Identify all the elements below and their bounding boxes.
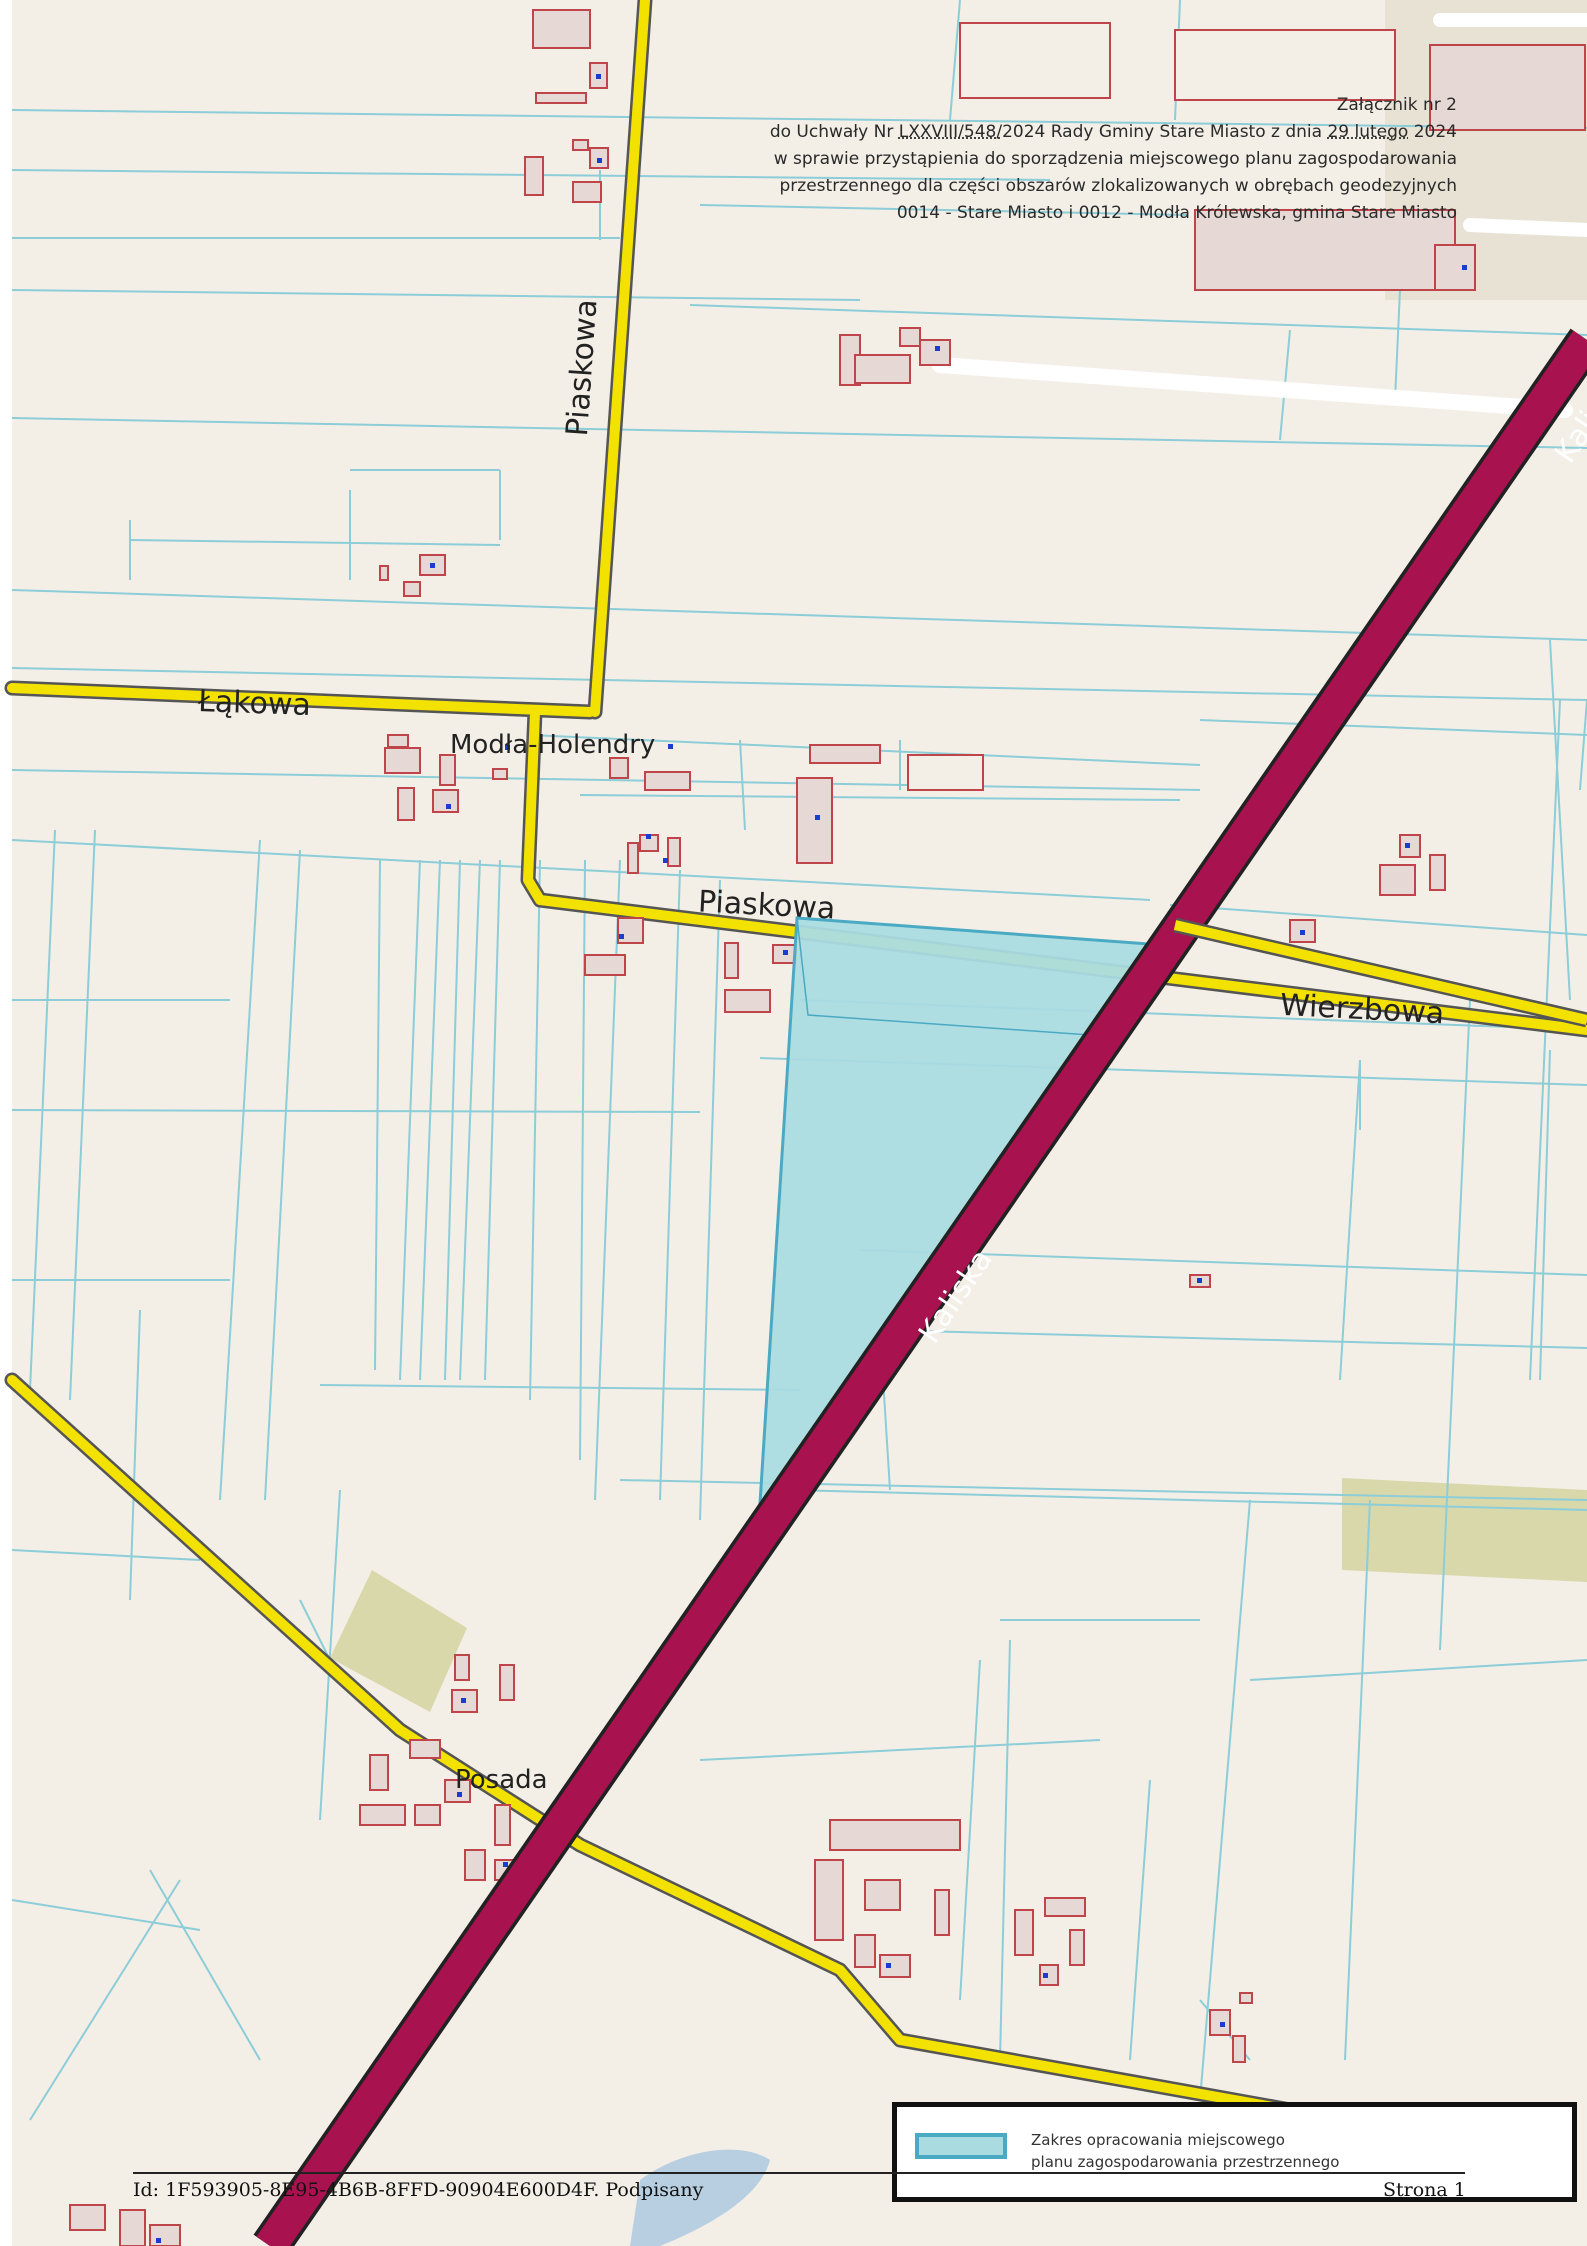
header-subject-2: przestrzennego dla części obszarów zloka… — [779, 176, 1457, 196]
header-resolution-year: 2024 — [1413, 122, 1457, 142]
legend-plan-area-swatch — [915, 2133, 1007, 2159]
address-points — [156, 74, 1467, 2243]
legend-plan-area-text: Zakres opracowania miejscowego planu zag… — [1031, 2129, 1339, 2173]
street-label-lakowa: Łąkowa — [197, 684, 312, 723]
parcel-lines — [11, 0, 1587, 2121]
street-label-piaskowa-south: Piaskowa — [697, 884, 837, 927]
buildings — [69, 9, 1586, 2246]
main-road-kaliska — [253, 328, 1587, 2246]
header-subject-3: 0014 - Stare Miasto i 0012 - Modła Króle… — [896, 203, 1457, 223]
footer-rule — [133, 2172, 1465, 2174]
driveway-middle — [1463, 218, 1587, 237]
place-label-posada: Posada — [455, 1765, 548, 1795]
header-resolution-prefix: do Uchwały Nr — [769, 122, 894, 142]
plan-area-inner-line — [796, 917, 1091, 1036]
footer-page-number: Strona 1 — [1383, 2179, 1466, 2201]
header-resolution-mid: 2024 Rady Gminy Stare Miasto z dnia — [1002, 122, 1323, 142]
grass-area-west — [330, 1570, 467, 1712]
place-label-modla-holendry: Modła-Holendry — [450, 730, 656, 760]
map-legend: Zakres opracowania miejscowego planu zag… — [892, 2102, 1577, 2202]
legend-line-2: planu zagospodarowania przestrzennego — [1031, 2153, 1340, 2171]
local-roads — [4, 0, 1587, 2118]
document-header: Załącznik nr 2 do Uchwały Nr LXXVIII/548… — [770, 92, 1457, 227]
header-subject-1: w sprawie przystąpienia do sporządzenia … — [773, 149, 1457, 169]
header-attachment: Załącznik nr 2 — [1336, 95, 1457, 115]
legend-line-1: Zakres opracowania miejscowego — [1031, 2131, 1285, 2149]
header-resolution-date: 29 lutego — [1327, 122, 1409, 142]
header-resolution-number: LXXVIII/548/ — [898, 122, 1003, 142]
driveway — [932, 357, 1573, 418]
header-resolution: do Uchwały Nr LXXVIII/548/2024 Rady Gmin… — [770, 119, 1457, 146]
grass-area-east — [1342, 1478, 1587, 1582]
footer-document-id: Id: 1F593905-8E95-4B6B-8FFD-90904E600D4F… — [133, 2179, 704, 2201]
